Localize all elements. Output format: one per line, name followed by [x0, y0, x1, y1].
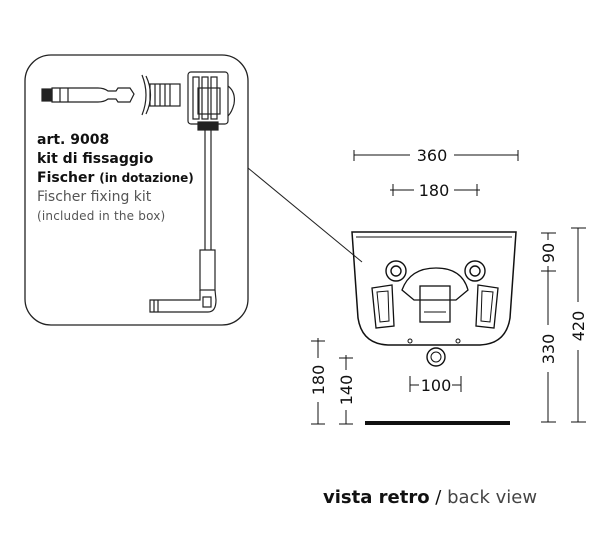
dim-label-360: 360 [417, 146, 448, 165]
caption-italian: vista retro [323, 487, 430, 508]
dim-label-90: 90 [539, 243, 558, 263]
fixing-bolt-illustration [41, 74, 181, 116]
kit-brand-line: Fischer (in dotazione) [37, 169, 237, 188]
kit-article-code: art. 9008 [37, 132, 110, 148]
fixing-kit-description: art. 9008 kit di fissaggio Fischer (in d… [37, 131, 237, 226]
dim-label-100: 100 [421, 376, 452, 395]
dim-label-180-left: 180 [309, 365, 328, 396]
dim-label-180-top: 180 [419, 181, 450, 200]
kit-name-english: Fischer fixing kit [37, 189, 152, 205]
dimension-width-total [353, 150, 519, 161]
dimension-left-180 [311, 338, 325, 425]
dimension-height-total [571, 227, 586, 423]
kit-note-italian: (in dotazione) [99, 171, 194, 185]
kit-name-italian: kit di fissaggio [37, 151, 154, 167]
dimension-left-140 [339, 355, 353, 425]
dim-label-420: 420 [569, 311, 588, 342]
detail-leader-line [247, 167, 363, 263]
kit-brand: Fischer [37, 170, 95, 186]
kit-note-english: (included in the box) [37, 209, 166, 223]
toilet-back-view [351, 231, 517, 367]
dimension-height-fixing [541, 232, 556, 423]
fixing-bracket-illustration [149, 71, 235, 313]
floor-line [365, 421, 510, 425]
dimension-width-fixing [390, 184, 480, 196]
dimension-drain-offset [409, 376, 462, 392]
caption-english: back view [447, 487, 538, 508]
caption-separator: / [429, 487, 448, 508]
detail-frame [24, 54, 249, 326]
dim-label-330: 330 [539, 334, 558, 365]
dim-label-140: 140 [337, 375, 356, 406]
view-caption: vista retro / back view [323, 487, 537, 508]
